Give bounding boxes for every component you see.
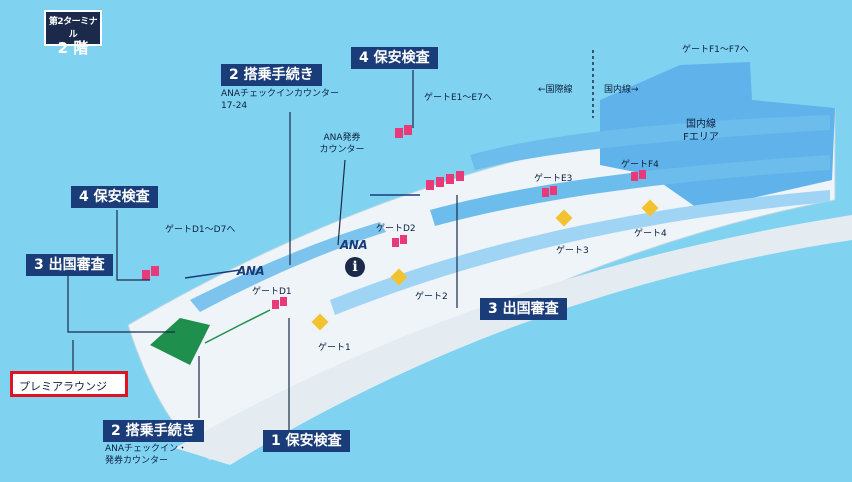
checkin-sub-bottom: ANAチェックイン・ [105,444,188,454]
intl-label: ←国際線 [538,85,573,95]
security1-callout-bottom: 1 保安検査 [263,430,350,452]
security-markers [142,125,646,309]
checkin-strip [190,222,386,312]
immigration3-callout-left: 3 出国審査 [26,254,113,276]
gate-3-label: ゲート3 [556,246,589,256]
security4-callout-top: 4 保安検査 [351,47,438,69]
security4-callout-left: 4 保安検査 [71,186,158,208]
domestic-area-label-2: Fエリア [683,132,719,143]
gate-f4-label: ゲートF4 [621,160,659,170]
ticket-counter-label-2: カウンター [319,145,365,155]
floor-label: 2 階 [57,39,89,57]
gate-corridor-3 [330,190,830,315]
premier-lounge-label[interactable]: プレミアラウンジ [10,371,128,397]
gates-e-label: ゲートE1～E7へ [424,93,492,103]
walking-arrows [184,194,420,279]
gate-e3-label: ゲートE3 [534,174,573,184]
premier-lounge-area [150,318,210,365]
domestic-label: 国内線→ [604,85,639,95]
ticket-counter-label-1: ANA発券 [323,133,361,143]
domestic-area-label-1: 国内線 [686,119,716,130]
gate-4-label: ゲート4 [634,229,667,239]
ana-logo-left: ANA [237,264,265,278]
terminal-label: 第2ターミナル [48,17,98,40]
checkin-sub2-bottom: 発券カウンター [105,456,169,466]
lounge-route [204,309,271,344]
floor-badge: 第2ターミナル 2 階 [44,10,102,56]
gates-f-label: ゲートF1～F7へ [682,45,749,55]
gate-d1-label: ゲートD1 [252,287,292,297]
info-icon: i [345,257,365,277]
gate-corridor-2 [430,155,830,226]
checkin-callout-top: 2 搭乗手続き [221,64,322,86]
gates-d-label: ゲートD1～D7へ [165,225,236,235]
gate-2-label: ゲート2 [415,292,448,302]
checkin-sub2-top: 17-24 [221,101,248,111]
gate-markers [311,199,659,331]
gate-d2-label: ゲートD2 [376,224,416,234]
gate-1-label: ゲート1 [318,343,351,353]
ana-logo-center: ANA [340,238,368,252]
apron-curve [175,215,852,465]
leader-lines [67,70,458,432]
immigration3-callout-right: 3 出国審査 [480,298,567,320]
gate-corridor-1 [470,115,830,170]
checkin-sub-top: ANAチェックインカウンター [221,89,340,99]
checkin-callout-bottom: 2 搭乗手続き [103,420,204,442]
